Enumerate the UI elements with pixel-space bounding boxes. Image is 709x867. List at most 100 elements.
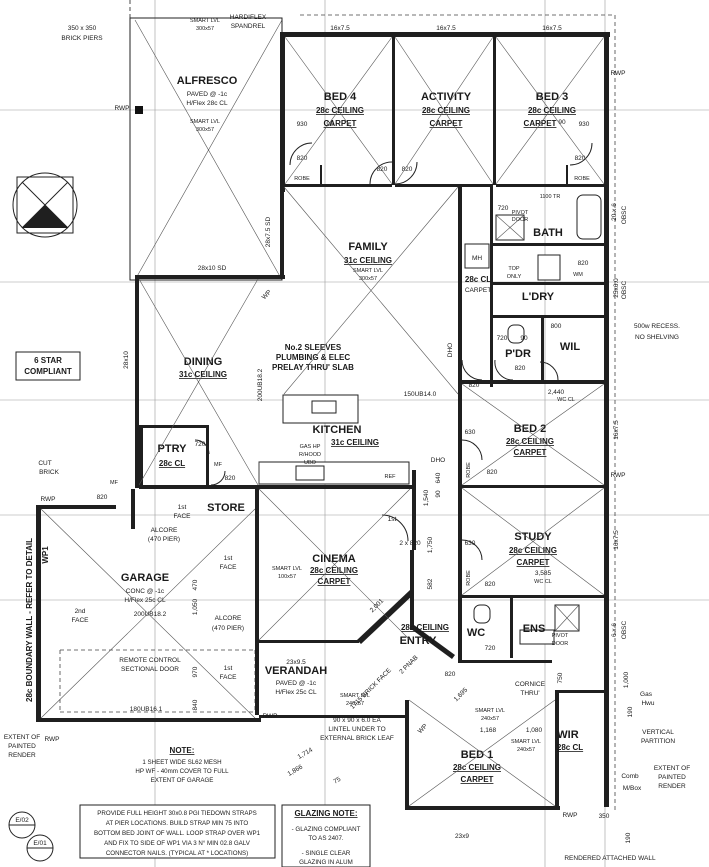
garage-line2: H/Flex 25c CL — [124, 597, 166, 604]
wil-2440: 2,440 — [548, 389, 565, 396]
bed1-floor: CARPET — [461, 775, 494, 784]
extent-render-left-2: PAINTED — [8, 743, 36, 750]
entry-640: 640 — [435, 472, 442, 483]
alcore-2: ALCORE — [215, 615, 242, 622]
kitchen-ceiling: 31c CEILING — [331, 438, 379, 447]
lintel-28x75sd: 28x7.5 SD — [265, 217, 272, 248]
alcore-1: ALCORE — [151, 527, 178, 534]
bed4-door-820: 820 — [297, 155, 308, 162]
ldry-ceiling-note: 28c CL — [465, 275, 491, 284]
family-beam: SMART LVL — [353, 268, 383, 274]
tiedown-4: AND FIX TO SIDE OF WP1 VIA 3 N° MIN 02.8… — [104, 840, 251, 847]
bed1-ceiling: 28c CEILING — [453, 763, 501, 772]
cut-label: CUT — [38, 460, 51, 467]
study-floor: CARPET — [517, 558, 550, 567]
brick-label: BRICK — [39, 469, 60, 476]
bed2-ceiling: 28c CEILING — [506, 437, 554, 446]
lintel-28x10: 28x10 — [123, 351, 130, 369]
boundary-wall-note: 28c BOUNDARY WALL - REFER TO DETAIL — [25, 538, 34, 702]
garage-2nd-face: FACE — [72, 617, 90, 624]
dho-family: DHO — [447, 343, 454, 357]
ens-name: ENS — [523, 623, 546, 635]
bed1-name: BED 1 — [461, 749, 493, 761]
plumbing-note-2: PLUMBING & ELEC — [276, 353, 350, 362]
bed1-lvl-size: 240x57 — [481, 716, 499, 722]
garage-840: 840 — [192, 699, 199, 710]
right-obsc-2: OBSC — [621, 280, 628, 299]
elevation-markers: E/02 E/01 — [8, 811, 54, 862]
garage-470: 470 — [192, 579, 199, 590]
note-title: NOTE: — [170, 746, 195, 755]
dim-23x9: 23x9 — [455, 833, 469, 840]
store-name: STORE — [207, 502, 245, 514]
verandah-lvl: SMART LVL — [340, 693, 370, 699]
brick-piers-size: 350 x 350 — [68, 25, 97, 32]
ptry-mf: MF — [214, 462, 223, 468]
room-labels: ALFRESCO PAVED @ -1c H/Flex 28c CL BED 4… — [121, 75, 583, 784]
ldry-name: L'DRY — [522, 291, 555, 303]
entry-name: ENTRY — [400, 635, 438, 647]
entry-820: 820 — [445, 671, 456, 678]
tiedown-1: PROVIDE FULL HEIGHT 30x0.8 PGI TIEDOWN S… — [97, 810, 256, 817]
vertical-partition-1: VERTICAL — [642, 729, 674, 736]
store-1st: 1st — [178, 504, 187, 511]
bed1-lvl2: SMART LVL — [511, 739, 541, 745]
bed3-930: 930 — [579, 121, 590, 128]
garage-820: 820 — [97, 494, 108, 501]
ens-pivot: PIVOT — [552, 633, 569, 639]
ldry-only: ONLY — [507, 274, 522, 280]
garage-1050: 1,050 — [192, 598, 199, 615]
garage-line1: CONC @ -1c — [126, 588, 165, 595]
wir-ceiling: 28c CL — [557, 743, 583, 752]
dim-top-3: 16x7.5 — [542, 25, 562, 32]
brick-face-1715: 1715 BRICK FACE — [349, 667, 393, 711]
study-ceiling: 28c CEILING — [509, 546, 557, 555]
bed3-ceiling: 28c CEILING — [528, 106, 576, 115]
right-obsc-3: OBSC — [621, 620, 628, 639]
garage-1st: 1st — [224, 555, 233, 562]
bed1-1168: 1,168 — [480, 727, 497, 734]
bed2-630: 630 — [465, 429, 476, 436]
entry-90: 90 — [435, 490, 442, 498]
vertical-partition-2: PARTITION — [641, 738, 675, 745]
extent-render-left-3: RENDER — [8, 752, 36, 759]
ptry-820: 820 — [225, 475, 236, 482]
ldry-carpet: CARPET — [465, 287, 491, 294]
gas-hwu-1: Gas — [640, 691, 653, 698]
bed3-door-820: 820 — [575, 155, 586, 162]
wc-720: 720 — [485, 645, 496, 652]
study-3585: 3,585 — [535, 570, 552, 577]
gas-hwu-2: Hwu — [641, 700, 654, 707]
remote-2: SECTIONAL DOOR — [121, 666, 179, 673]
recess-note-1: 500w RECESS. — [634, 323, 680, 330]
rwp-garage: RWP — [40, 496, 55, 503]
alfresco-diagonals — [129, 17, 283, 281]
smart-lvl-alfresco: SMART LVL — [190, 119, 220, 125]
glazing-note: GLAZING NOTE: - GLAZING COMPLIANT TO AS … — [281, 804, 371, 867]
ptry-name: PTRY — [158, 443, 188, 455]
wp-bed1: WP — [417, 723, 429, 735]
garage-name: GARAGE — [121, 572, 169, 584]
wc-name: WC — [467, 627, 485, 639]
bed2-name: BED 2 — [514, 423, 546, 435]
plumbing-note-3: PRELAY THRU' SLAB — [272, 363, 354, 372]
verandah-line1: PAVED @ -1c — [276, 680, 317, 687]
cornice-1: CORNICE — [515, 681, 546, 688]
ldry-top: TOP — [508, 266, 520, 272]
dim-1714: 1,714 — [296, 746, 314, 760]
cinema-lvl: SMART LVL — [272, 566, 302, 572]
right-6x6: 6 x 6 — [611, 623, 618, 637]
extent-render-right-3: RENDER — [658, 783, 686, 790]
rwp-top-right: RWP — [610, 70, 625, 77]
kitchen-name: KITCHEN — [313, 424, 362, 436]
verandah-name: VERANDAH — [265, 665, 327, 677]
tiedown-5: CONNECTOR NAILS. (TYPICAL AT * LOCATIONS… — [106, 850, 248, 857]
family-beam-size: 300x57 — [359, 276, 377, 282]
family-ceiling: 31c CEILING — [344, 256, 392, 265]
plumbing-note-1: No.2 SLEEVES — [285, 343, 342, 352]
six-star-box — [15, 351, 81, 381]
activity-door-820: 820 — [377, 166, 388, 173]
ens-750: 750 — [557, 672, 564, 683]
ldry-wm: WM — [573, 272, 583, 278]
activity-door-820b: 820 — [402, 166, 413, 173]
